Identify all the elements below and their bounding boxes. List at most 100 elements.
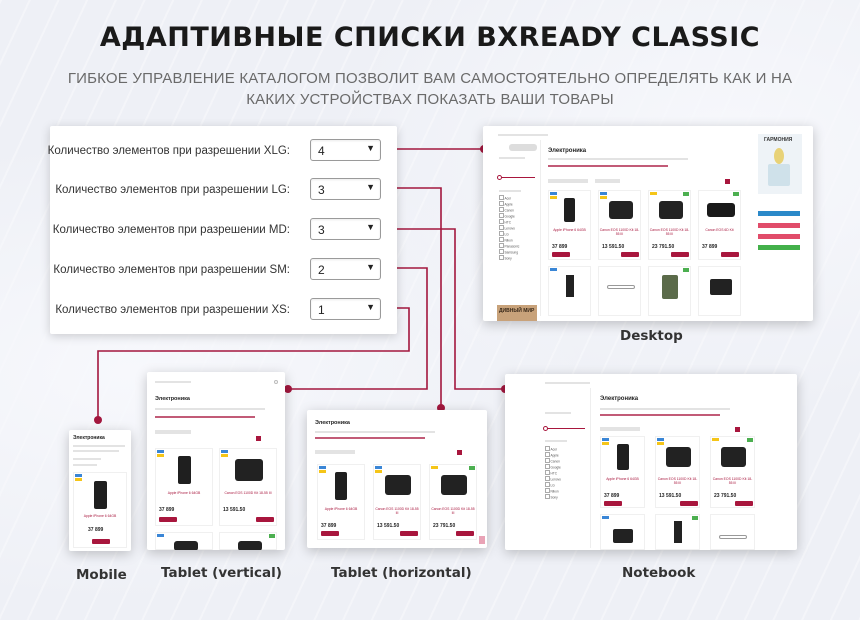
product-price: 37 899 <box>321 523 337 529</box>
page-subtitle: ГИБКОЕ УПРАВЛЕНИЕ КАТАЛОГОМ ПОЗВОЛИТ ВАМ… <box>67 70 793 108</box>
camera-image <box>721 447 746 467</box>
product-name: Apple iPhone 6 64GB <box>83 514 117 518</box>
filter-item: Lenovo <box>545 476 561 482</box>
product-name: Apple iPhone 6 64GB <box>324 507 358 511</box>
product-card[interactable]: Canon EOS 6D Kit 37 899 <box>698 190 741 260</box>
sort-select <box>73 458 101 460</box>
product-card[interactable]: Canon EOS 1100D Kit 18-55 III 23 791.50 <box>710 436 755 508</box>
product-price: 37 899 <box>88 527 104 533</box>
product-card[interactable] <box>710 514 755 550</box>
product-card[interactable]: Canon EOS 1100D Kit 18-55 III 13 591.50 <box>598 190 641 260</box>
select-md[interactable]: 3 ▼ <box>310 218 381 240</box>
grid-view-icon[interactable] <box>457 450 462 455</box>
filter-item: Acer <box>545 446 558 452</box>
buy-button[interactable] <box>256 517 274 522</box>
product-card[interactable]: Apple iPhone 6 64GB 37 899 <box>73 472 127 548</box>
new-badge <box>657 438 664 441</box>
select-xlg[interactable]: 4 ▼ <box>310 139 381 161</box>
product-card[interactable]: Canon EOS 1100D Kit 18-55 III 13 591.50 <box>373 464 421 540</box>
filter-item: Sony <box>545 494 558 500</box>
section-desc <box>600 408 730 410</box>
buy-button[interactable] <box>721 252 739 257</box>
connector-sm <box>288 267 428 390</box>
new-badge <box>375 466 382 469</box>
phone-image <box>335 472 347 500</box>
product-card[interactable]: Apple iPhone 6 64GB 37 899 <box>548 190 591 260</box>
product-card[interactable]: Canon EOS 1100D Kit 18-55 III 13 591.50 <box>655 436 700 508</box>
filter-sidebar: Acer Apple Canon Google HTC Lenovo LG Ni… <box>495 140 541 321</box>
hit-badge <box>550 196 557 199</box>
product-card[interactable]: Canon EOS 1100D Kit 18-55 III 13 591.50 <box>219 448 277 526</box>
select-lg[interactable]: 3 ▼ <box>310 178 381 200</box>
product-card[interactable] <box>698 266 741 316</box>
product-card[interactable] <box>155 532 213 550</box>
buy-button[interactable] <box>671 252 689 257</box>
buy-button[interactable] <box>321 531 339 536</box>
info-stripe <box>758 234 800 239</box>
buy-button[interactable] <box>621 252 639 257</box>
grid-view-icon[interactable] <box>735 427 740 432</box>
phone-image <box>617 444 629 470</box>
buy-button[interactable] <box>735 501 753 506</box>
product-card[interactable] <box>600 514 645 550</box>
product-card[interactable]: Apple iPhone 6 64GB 37 899 <box>317 464 365 540</box>
buy-button[interactable] <box>680 501 698 506</box>
buy-button[interactable] <box>92 539 110 544</box>
select-xs[interactable]: 1 ▼ <box>310 298 381 320</box>
subcategory-links <box>548 165 668 167</box>
hit-badge <box>375 470 382 473</box>
setting-row-lg: Количество элементов при разрешении LG: … <box>50 178 397 204</box>
filter-item: HTC <box>499 219 512 225</box>
gift-badge <box>269 534 275 538</box>
product-card[interactable] <box>648 266 691 316</box>
new-badge <box>602 516 609 519</box>
product-card[interactable]: Apple iPhone 6 64GB 37 899 <box>155 448 213 526</box>
product-price: 37 899 <box>159 507 175 513</box>
hit-badge <box>75 478 82 481</box>
buy-button[interactable] <box>604 501 622 506</box>
info-stripe <box>758 245 800 250</box>
product-name: Canon EOS 1100D Kit 18-55 III <box>224 491 272 495</box>
select-xlg-value: 4 <box>318 144 325 158</box>
product-price: 37 899 <box>702 244 718 250</box>
product-card[interactable]: Apple iPhone 6 64GB 37 899 <box>600 436 645 508</box>
filter-item: Panasonic <box>499 243 520 249</box>
product-name: Apple iPhone 6 64GB <box>167 491 201 495</box>
product-card[interactable] <box>548 266 591 316</box>
scroll-up-button[interactable] <box>479 536 485 544</box>
buy-button[interactable] <box>456 531 474 536</box>
phone-image <box>566 275 574 297</box>
product-card[interactable]: Canon EOS 1100D Kit 18-55 III 23 791.50 <box>648 190 691 260</box>
product-price: 37 899 <box>604 493 620 499</box>
product-card[interactable] <box>598 266 641 316</box>
buy-button[interactable] <box>400 531 418 536</box>
filter-item: Nikon <box>499 237 513 243</box>
camera-image <box>666 447 691 467</box>
product-card[interactable] <box>655 514 700 550</box>
product-price: 13 591.50 <box>223 507 246 513</box>
breadcrumb <box>498 134 548 136</box>
gift-badge <box>692 516 698 520</box>
gift-badge <box>469 466 475 470</box>
filter-item: Google <box>499 213 515 219</box>
select-lg-value: 3 <box>318 183 325 197</box>
slider-handle <box>497 175 502 180</box>
product-card[interactable]: Canon EOS 1100D Kit 18-55 III 23 791.50 <box>429 464 477 540</box>
select-sm[interactable]: 2 ▼ <box>310 258 381 280</box>
filter-item: Canon <box>545 458 560 464</box>
price-slider <box>499 177 535 178</box>
grid-view-icon[interactable] <box>725 179 730 184</box>
new-badge <box>157 450 164 453</box>
section-desc <box>315 431 435 433</box>
close-icon[interactable] <box>274 380 278 384</box>
buy-button[interactable] <box>552 252 570 257</box>
grid-view-icon[interactable] <box>256 436 261 441</box>
product-card[interactable] <box>219 532 277 550</box>
device-label-desktop: Desktop <box>620 328 683 344</box>
camera-image <box>609 201 633 219</box>
tablet-h-mock: Электроника Apple iPhone 6 64GB 37 899 C… <box>307 410 487 548</box>
select-md-value: 3 <box>318 223 325 237</box>
connector-lg <box>397 187 442 408</box>
section-desc <box>548 158 688 160</box>
buy-button[interactable] <box>159 517 177 522</box>
